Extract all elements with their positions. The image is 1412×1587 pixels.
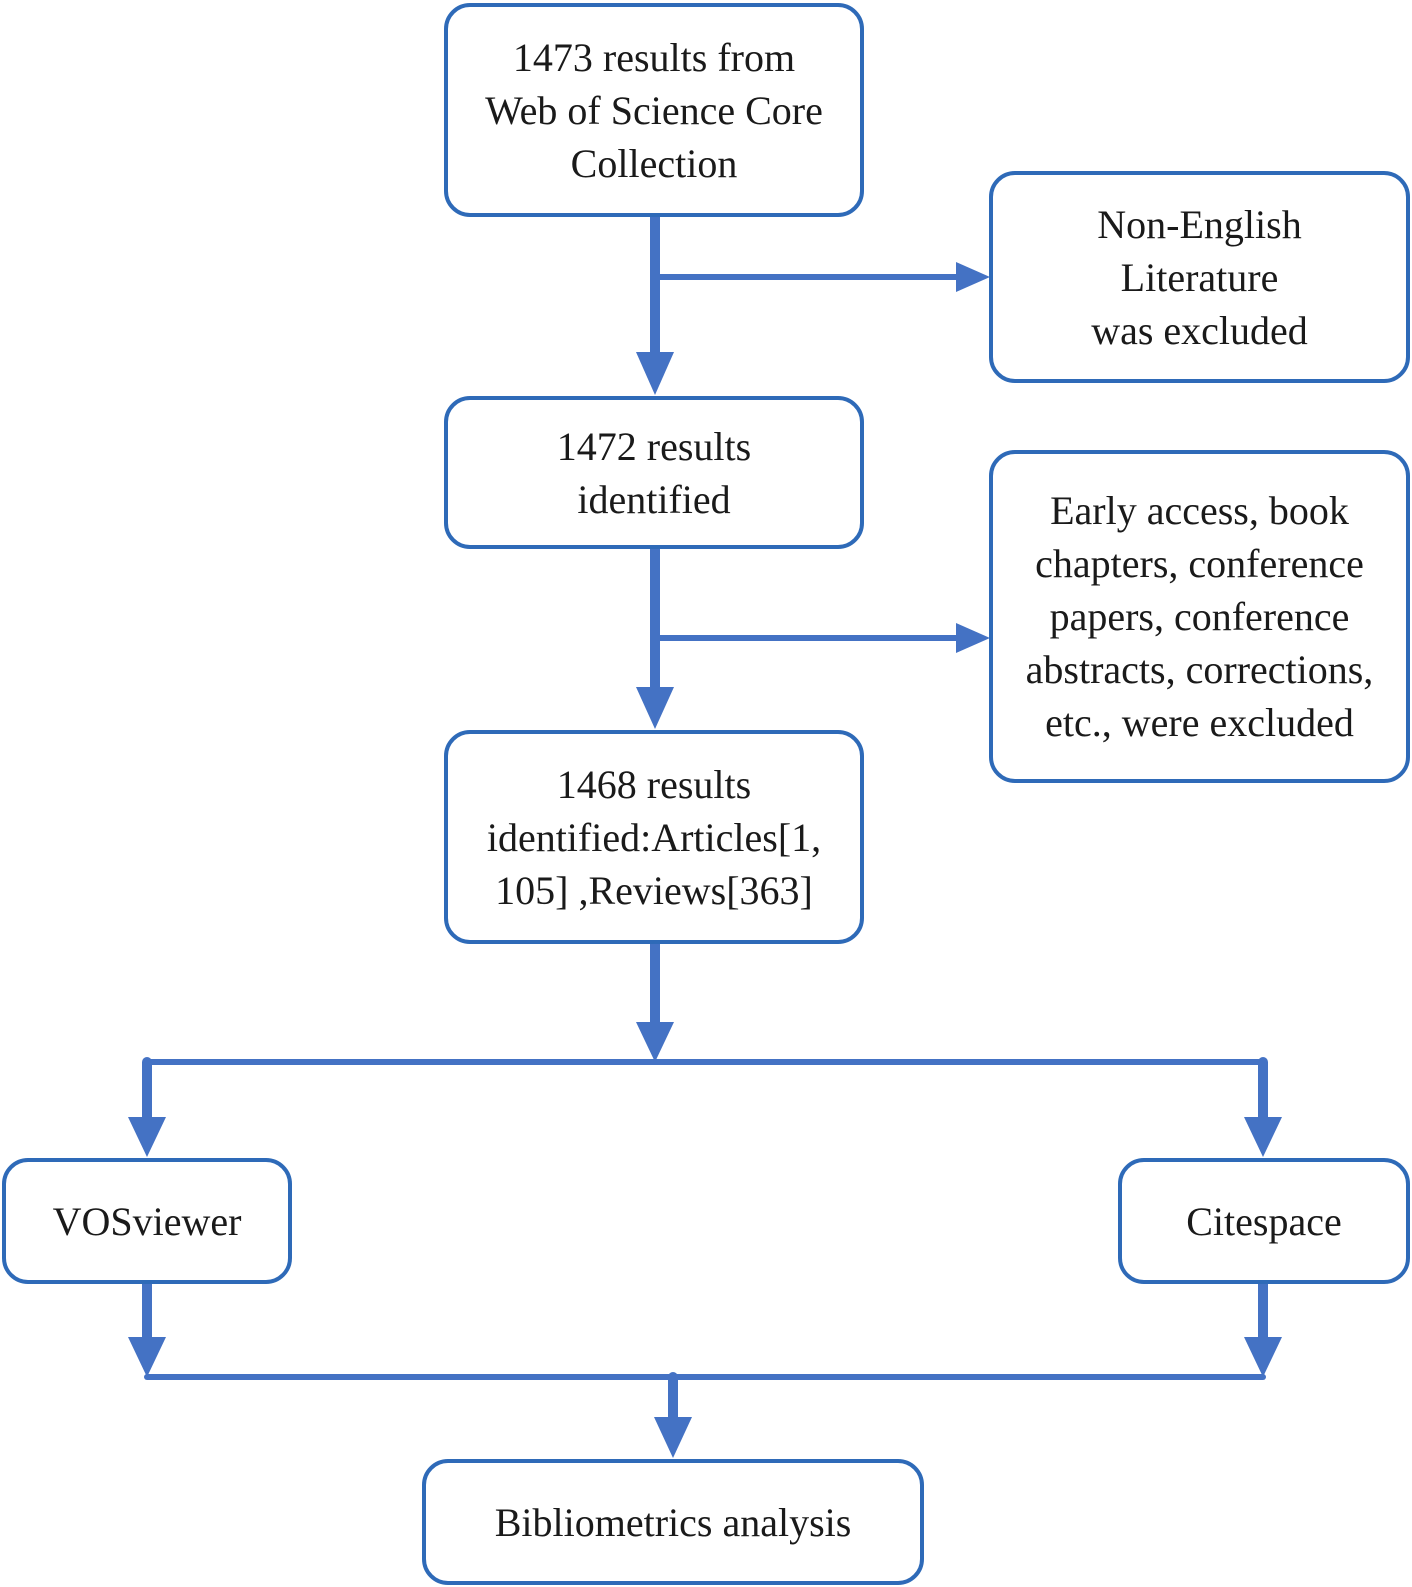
arrowhead-down-to-1472 <box>636 352 674 395</box>
node-exclusion-types: Early access, book chapters, conference … <box>989 450 1410 783</box>
node-line: papers, conference <box>1049 594 1350 639</box>
node-line: abstracts, corrections, <box>1025 647 1374 692</box>
node-line: Citespace <box>1186 1198 1342 1244</box>
node-line: chapters, conference <box>1035 541 1364 586</box>
node-source: 1473 results from Web of Science Core Co… <box>444 3 864 217</box>
node-line: identified:Articles[1, <box>486 814 822 860</box>
node-line: was excluded <box>1091 307 1308 353</box>
arrowhead-down-to-bibliometrics <box>654 1417 692 1458</box>
node-citespace: Citespace <box>1118 1158 1410 1284</box>
arrowhead-vosviewer-to-merge <box>128 1337 166 1377</box>
node-bibliometrics-text: Bibliometrics analysis <box>495 1496 852 1549</box>
arrowhead-right-to-exclusion-types <box>956 623 990 653</box>
arrowhead-down-to-citespace <box>1244 1117 1282 1157</box>
node-identified-1468: 1468 results identified:Articles[1, 105]… <box>444 730 864 944</box>
node-vosviewer: VOSviewer <box>2 1158 292 1284</box>
node-identified-1468-text: 1468 results identified:Articles[1, 105]… <box>487 758 821 917</box>
node-line: identified <box>577 476 731 522</box>
node-exclusion-types-text: Early access, book chapters, conference … <box>1026 484 1374 749</box>
node-line: VOSviewer <box>52 1198 242 1244</box>
arrowhead-down-to-vosviewer <box>128 1117 166 1157</box>
node-line: Literature <box>1120 254 1279 300</box>
node-bibliometrics: Bibliometrics analysis <box>422 1459 924 1585</box>
node-line: Bibliometrics analysis <box>494 1499 852 1545</box>
arrowhead-down-to-split <box>636 1022 674 1062</box>
arrowhead-right-to-exclusion-language <box>956 262 990 292</box>
node-line: Collection <box>570 140 738 186</box>
node-line: 1472 results <box>556 423 752 469</box>
arrowhead-citespace-to-merge <box>1244 1337 1282 1377</box>
node-line: 105] ,Reviews[363] <box>495 867 813 913</box>
node-line: 1473 results from <box>512 34 796 80</box>
node-line: Web of Science Core <box>485 87 823 133</box>
node-line: Non-English <box>1097 201 1302 247</box>
node-source-text: 1473 results from Web of Science Core Co… <box>485 31 823 190</box>
node-vosviewer-text: VOSviewer <box>53 1195 242 1248</box>
node-exclusion-language-text: Non-English Literature was excluded <box>1091 198 1308 357</box>
node-exclusion-language: Non-English Literature was excluded <box>989 171 1410 383</box>
node-line: 1468 results <box>556 761 752 807</box>
node-citespace-text: Citespace <box>1186 1195 1342 1248</box>
node-line: Early access, book <box>1050 488 1349 533</box>
arrowhead-down-to-1468 <box>636 687 674 729</box>
node-identified-1472: 1472 results identified <box>444 396 864 549</box>
node-identified-1472-text: 1472 results identified <box>557 420 751 526</box>
node-line: etc., were excluded <box>1045 700 1354 745</box>
